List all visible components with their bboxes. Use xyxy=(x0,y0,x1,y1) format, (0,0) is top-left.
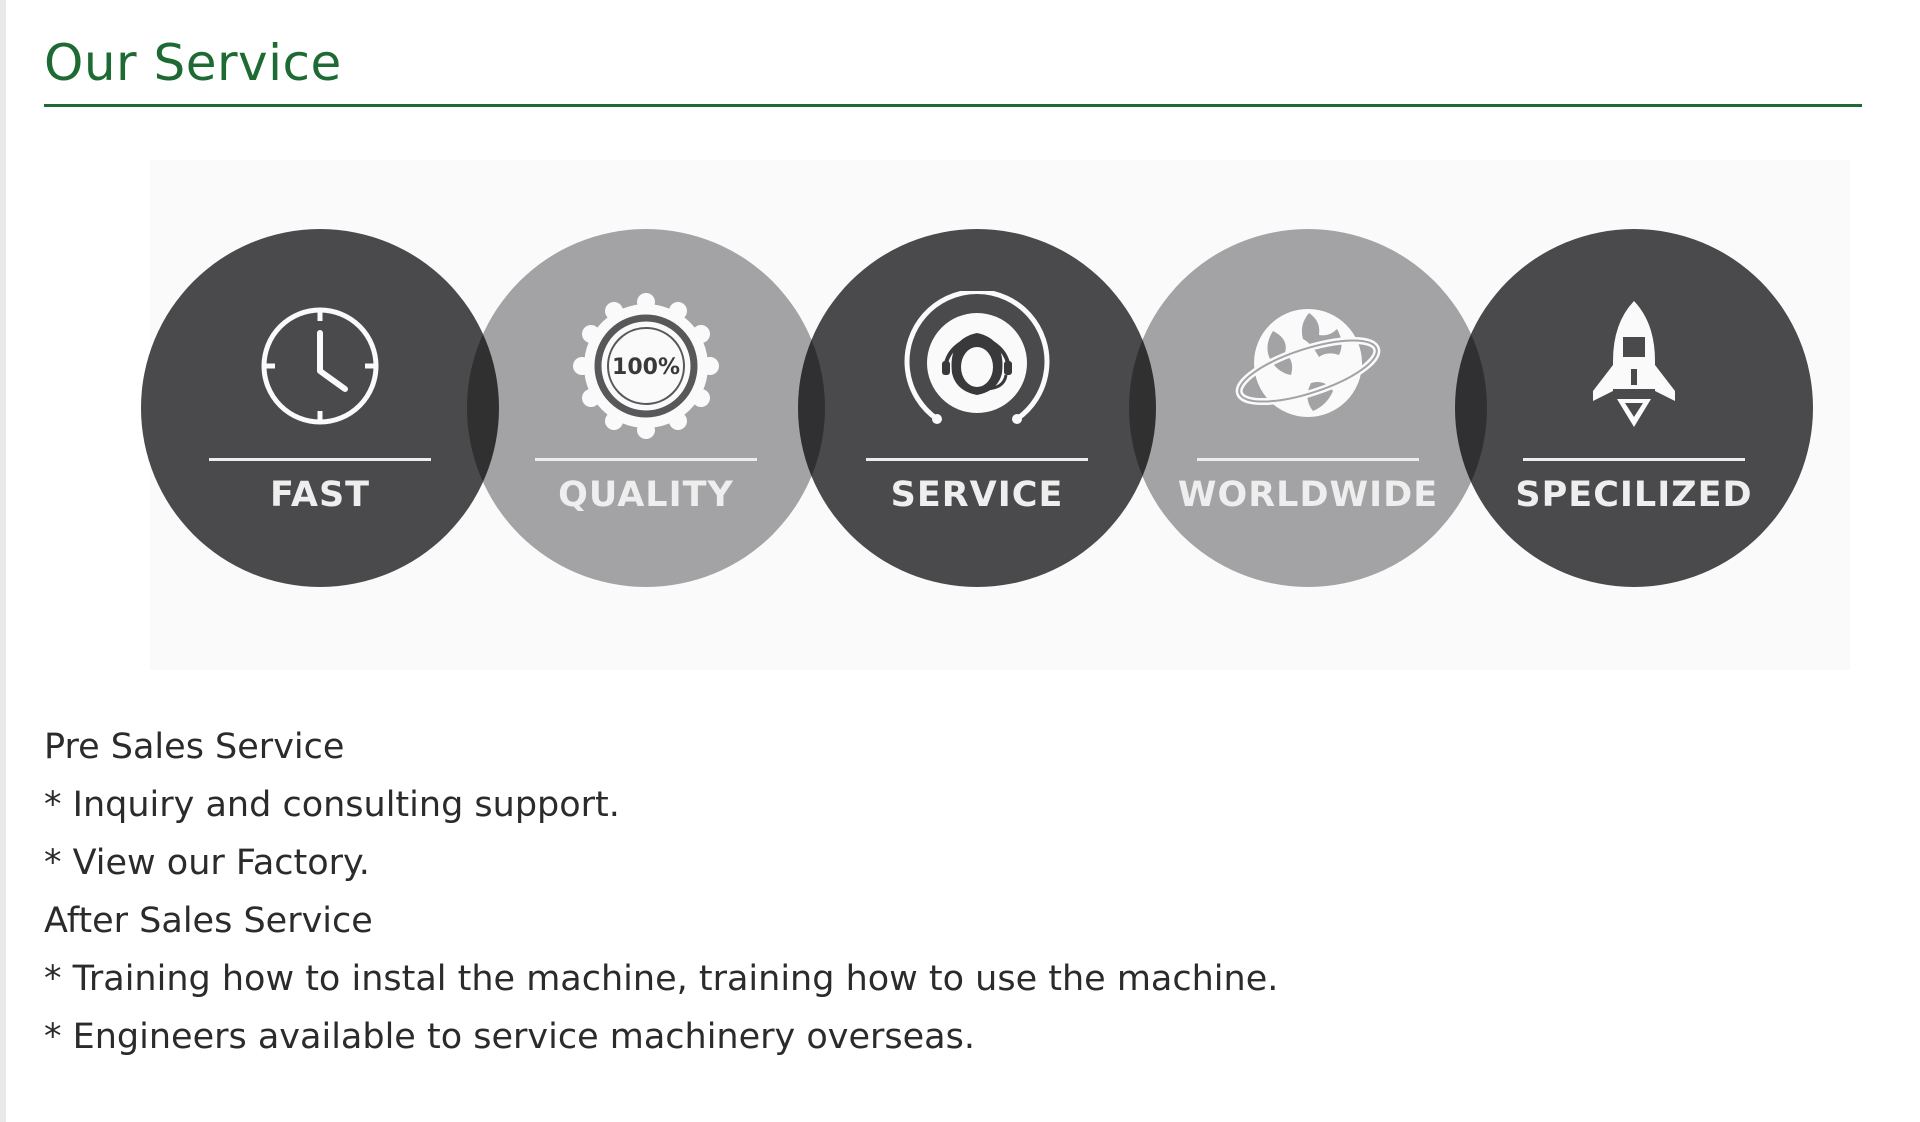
title-underline xyxy=(44,104,1862,107)
feature-label-service: SERVICE xyxy=(890,475,1064,515)
headset-agent-icon xyxy=(904,291,1050,424)
rocket-icon xyxy=(1593,301,1675,427)
service-heading-pre-sales: Pre Sales Service xyxy=(44,727,345,767)
feature-label-worldwide: WORLDWIDE xyxy=(1177,475,1439,515)
service-item: * Training how to instal the machine, tr… xyxy=(44,959,1279,999)
quality-seal-icon: 100% xyxy=(573,293,719,439)
feature-circle-quality: 100% QUALITY xyxy=(467,229,825,587)
feature-circle-fast: FAST xyxy=(141,229,499,587)
page-left-edge xyxy=(0,0,6,1122)
feature-label-quality: QUALITY xyxy=(558,475,734,515)
quality-badge-text: 100% xyxy=(612,355,680,380)
feature-circle-specilized: SPECILIZED xyxy=(1455,229,1813,587)
feature-divider xyxy=(535,458,757,461)
feature-divider xyxy=(1197,458,1419,461)
clock-icon xyxy=(261,307,379,425)
feature-divider xyxy=(866,458,1088,461)
service-item: * View our Factory. xyxy=(44,843,370,883)
feature-circle-service: SERVICE xyxy=(798,229,1156,587)
section-title: Our Service xyxy=(44,34,342,92)
feature-divider xyxy=(1523,458,1745,461)
feature-label-specilized: SPECILIZED xyxy=(1515,475,1753,515)
service-item: * Engineers available to service machine… xyxy=(44,1017,975,1057)
feature-label-fast: FAST xyxy=(269,475,371,515)
service-item: * Inquiry and consulting support. xyxy=(44,785,620,825)
feature-circles: FAST 100% QUALIT xyxy=(141,229,1813,587)
feature-circle-worldwide: WORLDWIDE xyxy=(1129,229,1487,587)
planet-globe-icon xyxy=(1235,309,1381,417)
service-description: Pre Sales Service * Inquiry and consulti… xyxy=(44,718,1278,1066)
service-heading-after-sales: After Sales Service xyxy=(44,901,373,941)
feature-divider xyxy=(209,458,431,461)
